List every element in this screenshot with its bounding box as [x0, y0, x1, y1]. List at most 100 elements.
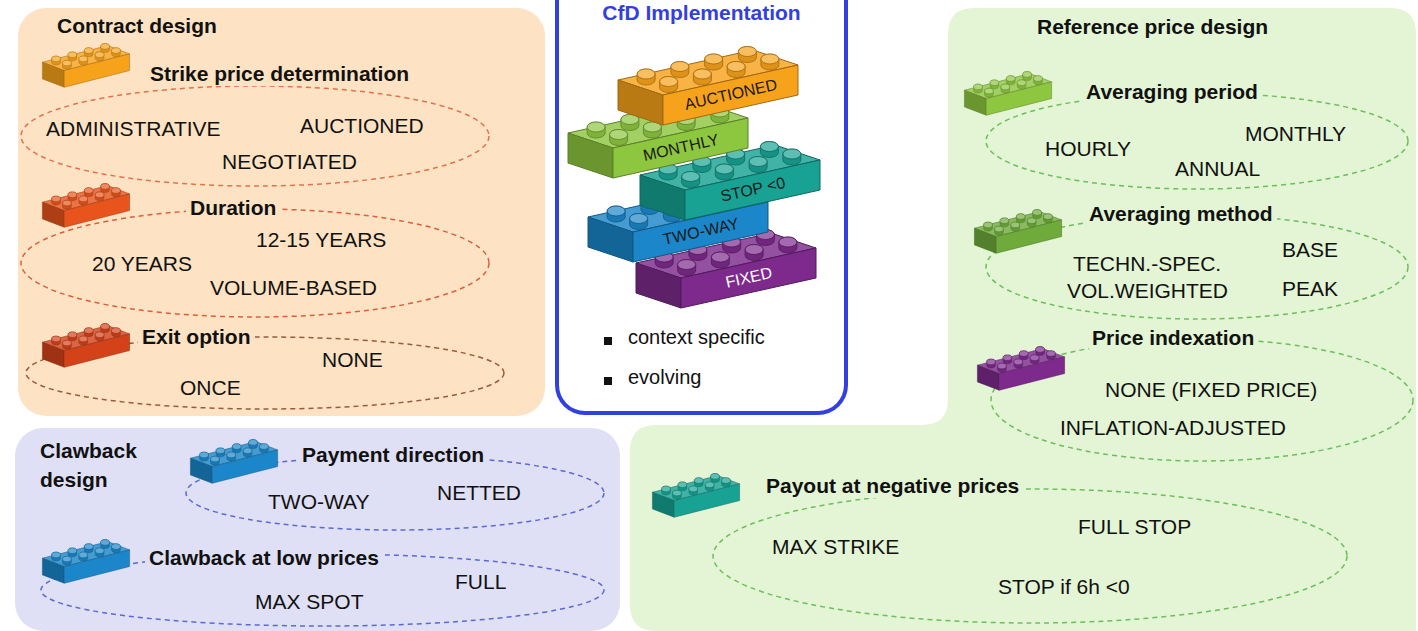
- stacked-brick: AUCTIONED: [613, 40, 803, 130]
- brick-stud-top: [232, 444, 241, 450]
- brick-side-face: [636, 263, 681, 308]
- brick-stud-side: [84, 48, 93, 57]
- brick-stud-side: [101, 324, 110, 333]
- brick-stud-top: [756, 230, 774, 240]
- brick-stud-side: [610, 130, 628, 146]
- panel-title: Contract design: [57, 14, 217, 38]
- brick-stud-top: [112, 544, 121, 550]
- brick-stud-top: [630, 214, 648, 224]
- option-label: FULL: [455, 570, 506, 594]
- brick-stud-side: [693, 157, 711, 173]
- brick-stud-side: [1000, 218, 1009, 227]
- brick-stud-top: [112, 328, 121, 334]
- text-slot: Exit option: [138, 325, 255, 349]
- brick-side-face: [568, 133, 613, 178]
- brick-stud-top: [1030, 355, 1039, 361]
- brick-side-face: [977, 365, 999, 390]
- text-slot: 20 YEARS: [92, 252, 192, 276]
- brick-stud-top: [689, 245, 707, 255]
- brick-stud-side: [756, 230, 774, 246]
- brick-stud-side: [985, 88, 994, 97]
- text-slot: ADMINISTRATIVE: [46, 117, 221, 141]
- text-slot: NEGOTIATED: [222, 150, 357, 174]
- option-ellipse: Payment directionTWO-WAYNETTED: [185, 455, 605, 531]
- brick-stud-top: [227, 452, 236, 458]
- text-slot: TECHN.-SPEC.: [1073, 252, 1221, 276]
- brick-side-face: [652, 492, 674, 517]
- option-label: ONCE: [180, 376, 241, 400]
- brick-stud-top: [52, 196, 61, 202]
- brick-stud-top: [68, 192, 77, 198]
- brick-stud-side: [63, 200, 72, 209]
- brick-stud-side: [987, 359, 996, 368]
- panel-title: Clawback design: [40, 436, 170, 495]
- brick-stud-side: [84, 328, 93, 337]
- brick-icon: [40, 40, 132, 90]
- brick-stud-side: [95, 332, 104, 341]
- brick-stud-side: [705, 54, 723, 70]
- brick-stud-top: [95, 332, 104, 338]
- brick-stud-top: [761, 54, 779, 64]
- brick-stud-top: [200, 452, 209, 458]
- group-heading: Clawback at low prices: [145, 546, 383, 570]
- brick-stud-side: [711, 107, 729, 123]
- brick-stud-top: [52, 336, 61, 342]
- text-slot: ONCE: [180, 376, 241, 400]
- brick-stud-side: [630, 214, 648, 230]
- bullet-text: evolving: [628, 366, 701, 389]
- brick-stud-top: [745, 245, 763, 255]
- brick-stud-top: [1003, 355, 1012, 361]
- group-heading: Duration: [186, 196, 280, 220]
- brick-stud-top: [727, 149, 745, 159]
- brick-stud-top: [243, 448, 252, 454]
- group-heading: Payment direction: [298, 443, 488, 467]
- option-label: NEGOTIATED: [222, 150, 357, 174]
- text-slot: Averaging period: [1082, 80, 1262, 104]
- brick-stud-side: [95, 192, 104, 201]
- brick-stud-top: [68, 52, 77, 58]
- option-label: AUCTIONED: [300, 114, 424, 138]
- option-label: VOLUME-BASED: [210, 276, 377, 300]
- brick-stud-top: [211, 456, 220, 462]
- brick-stud-side: [1001, 84, 1010, 93]
- brick-stud-side: [641, 199, 659, 215]
- brick-stud-top: [84, 544, 93, 550]
- text-slot: CfD Implementation: [555, 1, 848, 25]
- brick-stud-top: [52, 56, 61, 62]
- brick-stud-top: [1014, 359, 1023, 365]
- brick-stud-side: [731, 191, 749, 207]
- implementation-panel: CfD Implementationcontext specificevolvi…: [555, 0, 848, 415]
- option-label: NONE (FIXED PRICE): [1105, 378, 1317, 402]
- brick-stud-top: [1001, 84, 1010, 90]
- brick-icon: [40, 180, 132, 230]
- brick-stud-side: [621, 115, 639, 131]
- brick-side-face: [974, 228, 996, 253]
- group-panel: Clawback design Payment directionTWO-WAYN…: [15, 428, 620, 631]
- brick-stud-top: [678, 260, 696, 270]
- brick-stud-top: [610, 130, 628, 140]
- brick-stud-top: [663, 206, 681, 216]
- brick-stud-side: [673, 490, 682, 499]
- brick-stud-top: [63, 340, 72, 346]
- brick-stud-side: [52, 196, 61, 205]
- brick-stud-side: [1034, 76, 1043, 85]
- option-label: MONTHLY: [1245, 122, 1346, 146]
- brick-stud-side: [678, 260, 696, 276]
- lego-brick: [972, 206, 1064, 256]
- brick-stud-top: [671, 62, 689, 72]
- brick-stud-side: [79, 56, 88, 65]
- brick-stud-top: [1027, 218, 1036, 224]
- brick-stud-side: [95, 52, 104, 61]
- brick-stud-side: [112, 188, 121, 197]
- brick-stud-side: [112, 48, 121, 57]
- brick-stud-top: [974, 84, 983, 90]
- brick-stud-side: [52, 336, 61, 345]
- text-slot: ANNUAL: [1175, 157, 1260, 181]
- lego-brick: [40, 180, 132, 230]
- brick-stud-top: [79, 336, 88, 342]
- brick-stud-top: [731, 191, 749, 201]
- panel-title: Reference price design: [1037, 15, 1268, 39]
- option-ellipse: Averaging methodTECHN.-SPEC.BASEVOL.WEIG…: [985, 214, 1409, 320]
- option-label: MAX STRIKE: [772, 535, 899, 559]
